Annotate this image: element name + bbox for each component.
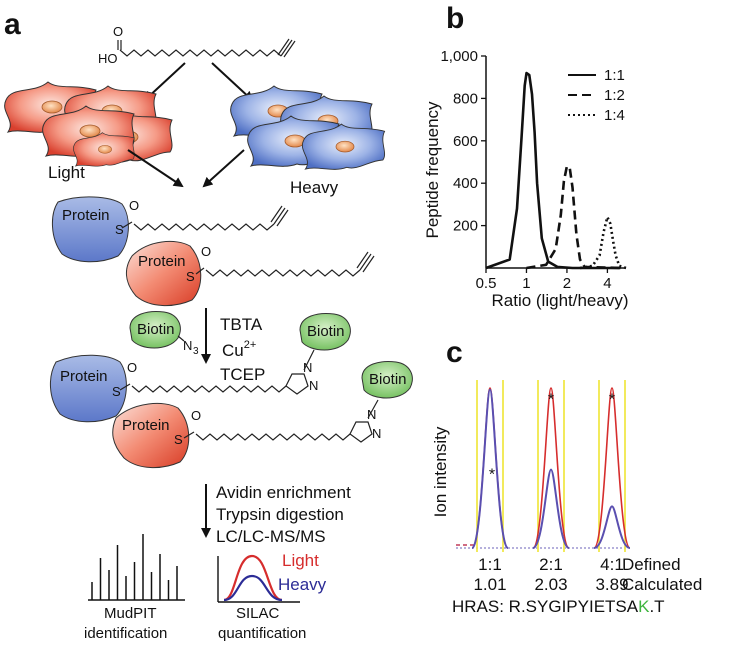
biotin-label: Biotin bbox=[369, 371, 407, 388]
acid-o-label: O bbox=[113, 24, 123, 39]
silac-light-trace bbox=[223, 554, 283, 602]
ratio-distribution-chart: 200 400 600 800 1,000 0.5 1 2 4 1:1 1:2 1:4 bbox=[440, 48, 627, 292]
biotin-label: Biotin bbox=[137, 321, 175, 338]
row-label-defined: Defined bbox=[622, 555, 681, 574]
heavy-ion-trace bbox=[593, 505, 631, 549]
x-tick-label: 2 bbox=[563, 275, 571, 292]
heavy-ion-trace bbox=[532, 468, 570, 549]
protein-label: Protein bbox=[138, 253, 186, 270]
row-label-calculated: Calculated bbox=[622, 575, 702, 594]
thioester-o: O bbox=[191, 408, 201, 423]
peptide-sequence: HRAS: R.SYGIPYIETSAK.T bbox=[452, 597, 665, 616]
silac-inset: Light Heavy bbox=[217, 551, 327, 603]
peak-marker: * bbox=[489, 467, 495, 484]
calculated-ratio: 3.89 bbox=[595, 575, 628, 594]
triazole-n: N bbox=[303, 360, 312, 375]
thioester-o: O bbox=[127, 360, 137, 375]
defined-ratio: 4:1 bbox=[600, 555, 624, 574]
reagent-copper: Cu2+ bbox=[222, 339, 256, 360]
triazole-n: N bbox=[309, 378, 318, 393]
x-tick-label: 1 bbox=[522, 275, 530, 292]
silac-sublabel: quantification bbox=[218, 625, 306, 642]
silac-heavy-label: Heavy bbox=[278, 575, 327, 594]
mudpit-spectrum bbox=[88, 534, 185, 601]
arrow-heavy-merge bbox=[202, 149, 245, 188]
arrow-light-merge bbox=[127, 149, 184, 188]
calculated-ratio: 1.01 bbox=[473, 575, 506, 594]
thioester-s: S bbox=[115, 222, 124, 237]
peak-marker: * bbox=[609, 391, 615, 408]
reagent-tcep: TCEP bbox=[220, 365, 265, 384]
thioester-o: O bbox=[201, 244, 211, 259]
heavy-ion-trace bbox=[471, 388, 509, 549]
protein-heavy-acylated: Protein S O bbox=[126, 240, 375, 306]
arrow-probe-heavy bbox=[211, 62, 254, 102]
reagent-tbta: TBTA bbox=[220, 315, 263, 334]
azide-n: N bbox=[183, 338, 192, 353]
alkyne-fatty-acid: HO O bbox=[98, 24, 296, 66]
thioester-s: S bbox=[174, 432, 183, 447]
series-line-dotted bbox=[579, 215, 627, 270]
light-ion-trace bbox=[593, 387, 631, 549]
thioester-s: S bbox=[186, 269, 195, 284]
x-tick-label: 0.5 bbox=[476, 275, 497, 292]
azide-subscript: 3 bbox=[193, 346, 199, 357]
protein-light-biotinylated: Protein S O N N Biotin bbox=[50, 313, 351, 423]
triazole-n: N bbox=[367, 407, 376, 422]
y-tick-label: 1,000 bbox=[440, 48, 478, 65]
series-line-dashed bbox=[526, 164, 621, 270]
protein-heavy-biotinylated: Protein S O N N Biotin bbox=[112, 361, 413, 468]
biotin-label: Biotin bbox=[307, 323, 345, 340]
light-cells bbox=[4, 81, 173, 167]
y-tick-label: 400 bbox=[453, 175, 478, 192]
panel-label-b: b bbox=[446, 2, 464, 35]
step-trypsin: Trypsin digestion bbox=[216, 505, 344, 524]
y-tick-label: 200 bbox=[453, 218, 478, 235]
legend-label: 1:2 bbox=[604, 87, 625, 104]
protein-label: Protein bbox=[122, 417, 170, 434]
chart-b-ylabel: Peptide frequency bbox=[423, 101, 442, 239]
protein-label: Protein bbox=[62, 207, 110, 224]
protein-light-acylated: Protein S O bbox=[52, 196, 289, 263]
silac-light-label: Light bbox=[282, 551, 319, 570]
heavy-cells bbox=[230, 85, 386, 170]
defined-ratio: 1:1 bbox=[478, 555, 502, 574]
light-ion-trace bbox=[532, 387, 570, 549]
chart-b-xlabel: Ratio (light/heavy) bbox=[491, 291, 628, 310]
silac-heavy-trace bbox=[223, 574, 283, 602]
thioester-o: O bbox=[129, 198, 139, 213]
thioester-s: S bbox=[112, 384, 121, 399]
series-line-solid bbox=[485, 71, 621, 270]
light-cells-label: Light bbox=[48, 163, 85, 182]
defined-ratio: 2:1 bbox=[539, 555, 563, 574]
mudpit-label: MudPIT bbox=[104, 605, 157, 622]
step-lcms: LC/LC-MS/MS bbox=[216, 527, 326, 546]
y-tick-label: 600 bbox=[453, 133, 478, 150]
step-avidin: Avidin enrichment bbox=[216, 483, 351, 502]
chart-c-ylabel: Ion intensity bbox=[431, 426, 450, 517]
calculated-ratio: 2.03 bbox=[534, 575, 567, 594]
panel-label-a: a bbox=[4, 8, 21, 41]
silac-label: SILAC bbox=[236, 605, 280, 622]
legend-label: 1:4 bbox=[604, 107, 625, 124]
heavy-cells-label: Heavy bbox=[290, 178, 339, 197]
y-tick-label: 800 bbox=[453, 90, 478, 107]
biotin-azide: Biotin N 3 bbox=[129, 311, 199, 357]
x-tick-label: 4 bbox=[603, 275, 611, 292]
peak-marker: * bbox=[548, 391, 554, 408]
protein-label: Protein bbox=[60, 368, 108, 385]
ion-chromatograms: * 1:11.01 * 2:12.03 * 4:13.89 bbox=[456, 380, 631, 594]
acid-ho-label: HO bbox=[98, 51, 118, 66]
legend-label: 1:1 bbox=[604, 67, 625, 84]
mudpit-sublabel: identification bbox=[84, 625, 167, 642]
panel-label-c: c bbox=[446, 336, 463, 369]
triazole-n: N bbox=[372, 426, 381, 441]
